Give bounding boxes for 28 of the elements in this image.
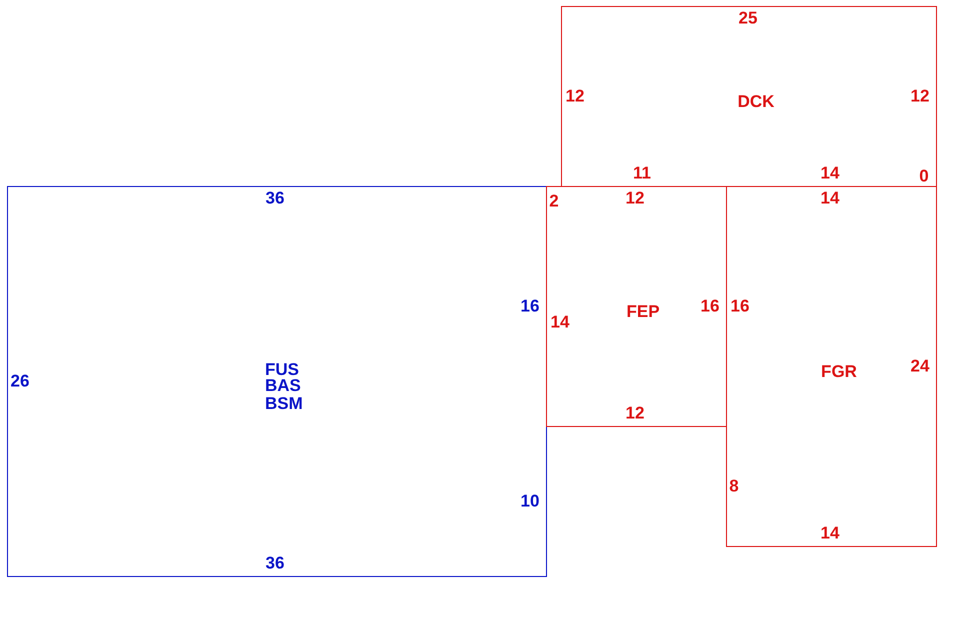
- dimension-value: 14: [550, 314, 570, 330]
- dimension-value: 12: [626, 190, 644, 206]
- room-name: FGR: [821, 363, 857, 380]
- dimension-value: 16: [700, 298, 720, 314]
- dimension-value: 14: [820, 524, 840, 542]
- dimension-value: 24: [910, 358, 930, 374]
- dimension-value: 36: [266, 554, 284, 572]
- room-name: BSM: [265, 395, 303, 412]
- room-outline: [726, 186, 937, 547]
- room-name: FEP: [626, 303, 660, 320]
- dimension-value: 25: [738, 10, 758, 26]
- dimension-value: 11: [633, 164, 651, 182]
- dimension-value: 12: [910, 88, 930, 104]
- dimension-value: 2: [549, 192, 559, 210]
- dimension-value: 14: [820, 164, 840, 182]
- dimension-value: 12: [566, 88, 584, 104]
- dimension-value: 10: [520, 492, 540, 510]
- dimension-value: 16: [520, 298, 540, 314]
- room-name: DCK: [738, 93, 774, 110]
- room-name: BAS: [265, 377, 301, 394]
- dimension-value: 8: [729, 478, 739, 494]
- dimension-value: 0: [919, 168, 929, 184]
- room-name: FUS: [265, 361, 299, 378]
- dimension-value: 16: [730, 298, 750, 314]
- dimension-value: 14: [820, 190, 840, 206]
- dimension-value: 36: [266, 190, 284, 206]
- dimension-value: 12: [626, 404, 644, 422]
- dimension-value: 26: [10, 372, 30, 390]
